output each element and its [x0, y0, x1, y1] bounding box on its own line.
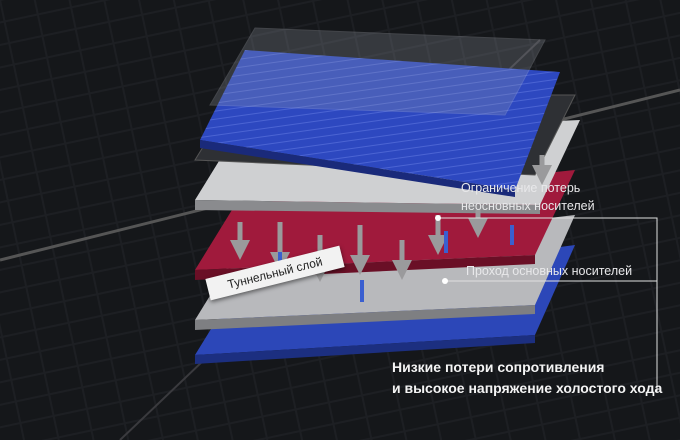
layer-glass	[209, 27, 546, 116]
label-minority-loss-1: Ограничение потерь	[461, 181, 581, 195]
label-minority-loss-2: неосновных носителей	[461, 199, 595, 213]
label-bottom-2: и высокое напряжение холостого хода	[392, 380, 663, 396]
layer-blue-top	[200, 50, 560, 197]
callout-dot	[435, 215, 441, 221]
callout-dot	[442, 278, 448, 284]
label-bottom-1: Низкие потери сопротивления	[392, 359, 605, 375]
callout-lines	[438, 217, 658, 392]
label-majority-pass: Проход основных носителей	[466, 264, 633, 278]
